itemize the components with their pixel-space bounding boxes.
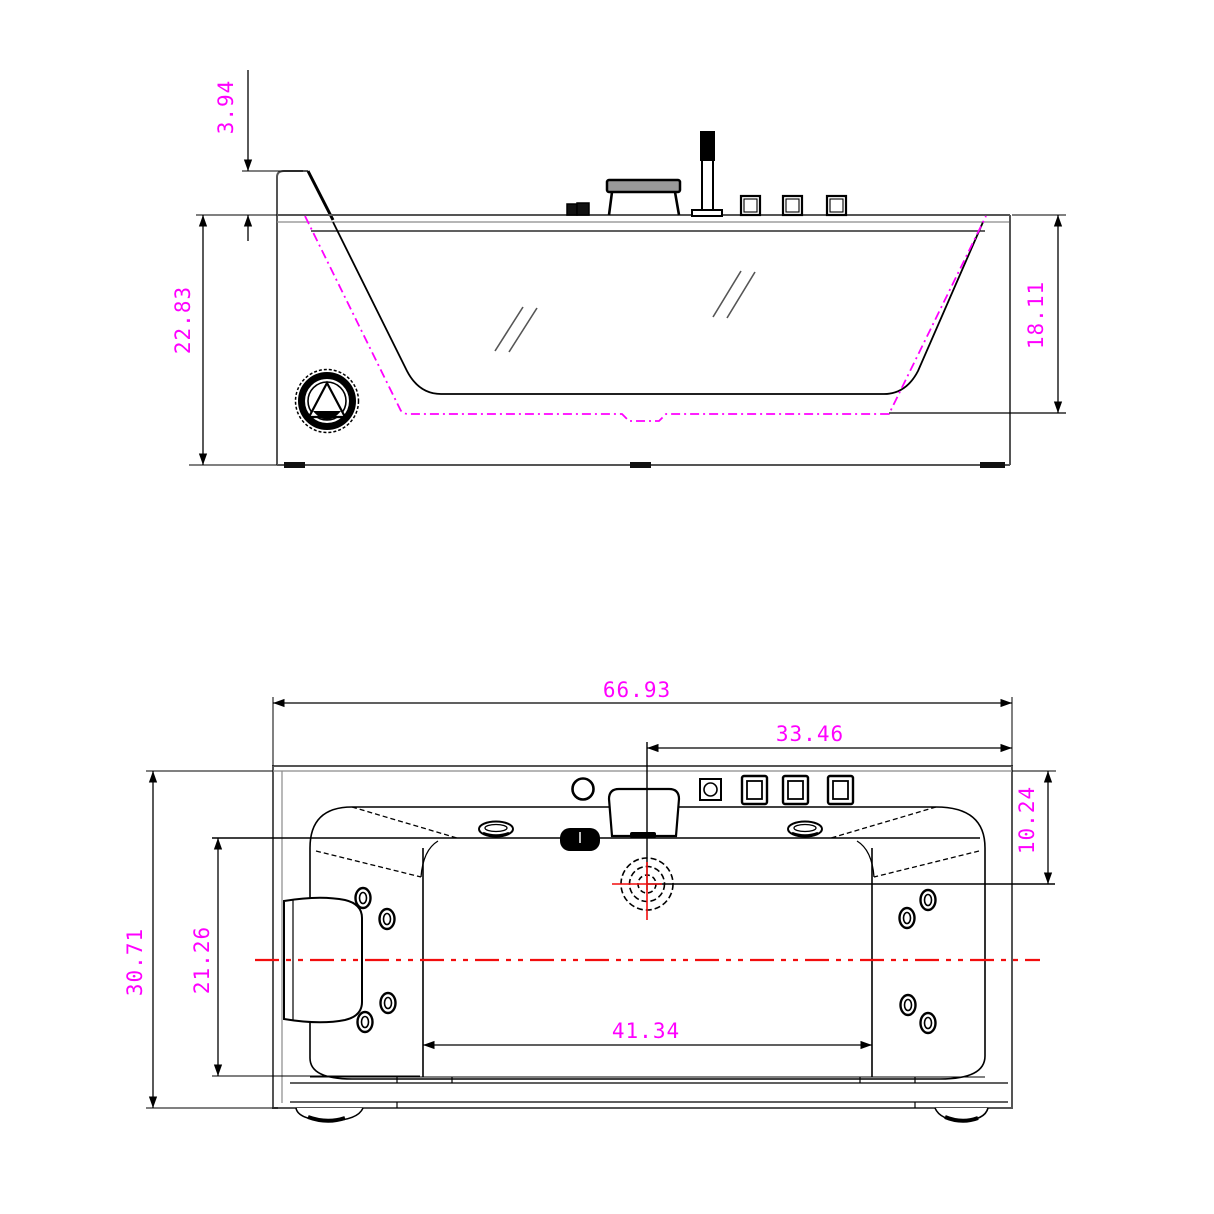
dim-lip-height: 3.94 xyxy=(214,70,303,241)
deck-knob-plan-icons xyxy=(740,774,855,806)
waterfall-faucet-plan-icon xyxy=(607,787,681,838)
dim-overall-length: 66.93 xyxy=(272,678,1013,766)
dim-inner-depth-label: 18.11 xyxy=(1024,281,1048,349)
plan-feet xyxy=(295,1107,989,1123)
tub-feet xyxy=(284,462,1005,468)
deck-double-knob-icon xyxy=(566,202,590,216)
back-wall-jets xyxy=(478,820,823,838)
massage-jets xyxy=(354,886,937,1035)
dim-rim-to-drain: 10.24 xyxy=(1012,770,1056,884)
corner-slope-curves xyxy=(420,840,875,878)
oval-jet-icon xyxy=(478,820,514,838)
dim-lip-height-label: 3.94 xyxy=(214,80,238,135)
dim-overall-height-label: 22.83 xyxy=(171,286,195,354)
diverter-handle-icon xyxy=(560,828,600,851)
jet-icon xyxy=(378,907,396,931)
dim-inner-width-label: 21.26 xyxy=(190,926,214,994)
apron-panel-lines xyxy=(290,1077,1008,1108)
basin-opening-rim xyxy=(309,806,986,1080)
top-plan-view: 66.93 33.46 10.24 30.71 21.26 xyxy=(123,678,1056,1123)
lip-slope-edge xyxy=(306,170,335,221)
jet-icon xyxy=(354,886,372,910)
dim-floor-length: 41.34 xyxy=(423,1019,872,1050)
jet-icon xyxy=(379,991,397,1015)
pump-badge-icon xyxy=(294,368,360,434)
oval-jet-icon xyxy=(787,820,823,838)
inner-basin-profile xyxy=(332,221,984,395)
dim-center-to-end-label: 33.46 xyxy=(776,722,844,746)
jet-icon xyxy=(356,1010,374,1034)
drain-center-mark xyxy=(612,862,662,920)
dim-overall-length-label: 66.93 xyxy=(603,678,671,702)
corner-slope-hatch xyxy=(315,806,980,878)
front-elevation-view: 3.94 22.83 18.11 xyxy=(171,70,1066,468)
dim-rim-to-drain-label: 10.24 xyxy=(1015,786,1039,854)
deck-outer-edge xyxy=(272,765,1013,1109)
dim-center-to-end: 33.46 xyxy=(647,722,1013,766)
handshower-wand-icon xyxy=(691,131,723,217)
glass-reflection-hatch xyxy=(494,270,756,353)
jet-icon xyxy=(919,1011,937,1035)
dim-overall-width-label: 30.71 xyxy=(123,928,147,996)
jet-icon xyxy=(919,888,937,912)
dim-overall-width: 30.71 xyxy=(123,770,278,1109)
jet-icon xyxy=(899,993,917,1017)
dim-overall-height: 22.83 xyxy=(171,214,277,466)
basin-hidden-profile xyxy=(304,215,987,422)
dim-inner-width: 21.26 xyxy=(190,838,420,1077)
jet-icon xyxy=(898,906,916,930)
dim-floor-length-label: 41.34 xyxy=(612,1019,680,1043)
waterfall-faucet-icon xyxy=(605,178,682,216)
dim-inner-depth: 18.11 xyxy=(889,214,1066,414)
control-pad-icon xyxy=(699,778,722,801)
deck-port-icon xyxy=(571,777,595,801)
deck-control-knobs-icon xyxy=(739,194,848,217)
